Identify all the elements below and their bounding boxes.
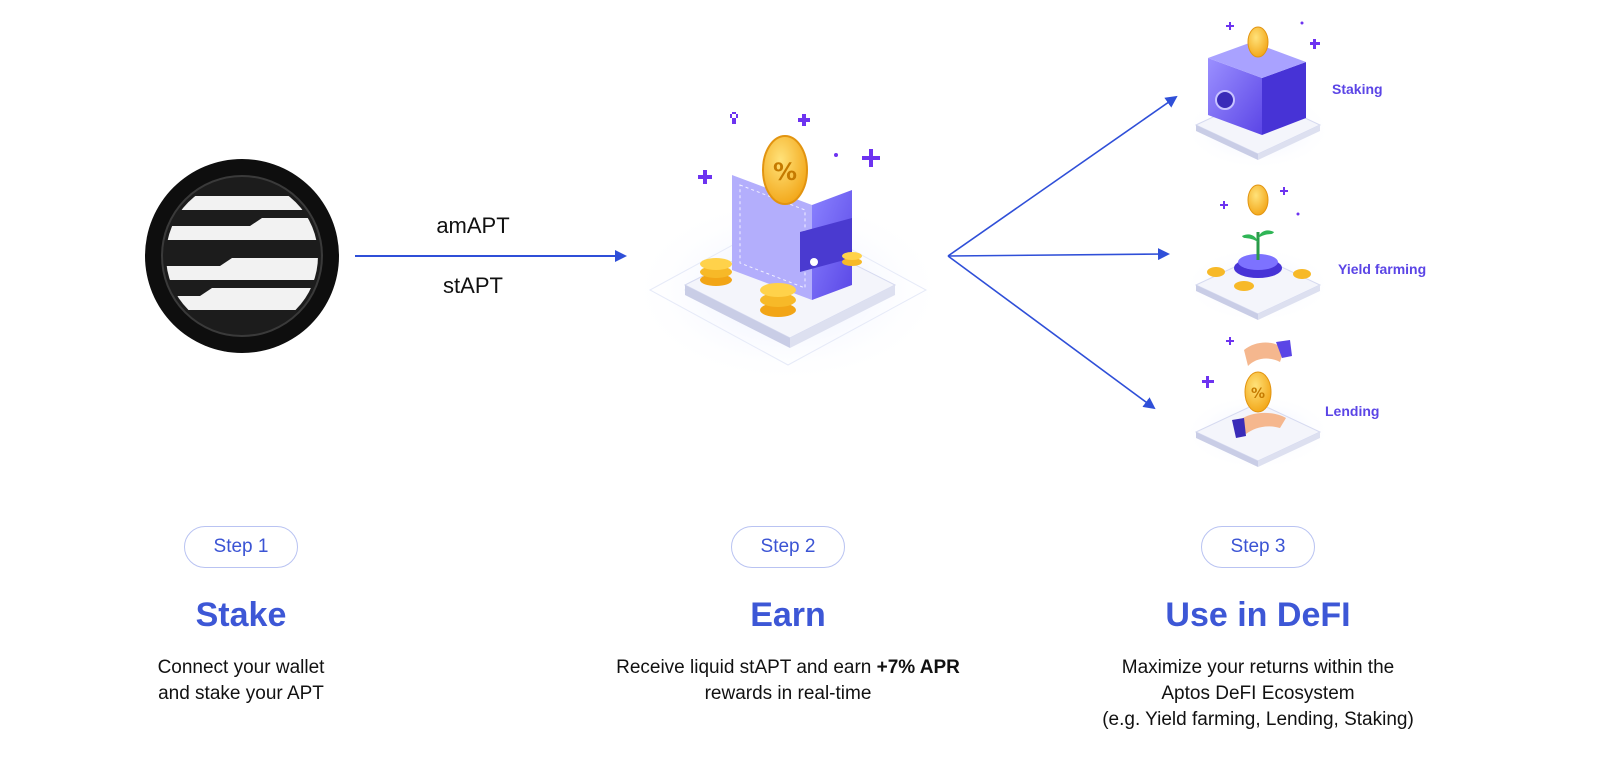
flow-arrow-staking	[947, 95, 1178, 257]
step-1-description: Connect your wallet and stake your APT	[11, 655, 471, 707]
aptos-logo-icon	[145, 159, 339, 353]
card-label-yield-farming: Yield farming	[1338, 261, 1427, 277]
step-2-desc-prefix: Receive liquid stAPT and earn	[616, 657, 877, 678]
step-2-desc-line2: rewards in real-time	[704, 683, 872, 704]
step-3-desc-line2: Aptos DeFI Ecosystem	[1161, 683, 1355, 704]
flow-arrow-yield	[947, 248, 1170, 261]
svg-text:%: %	[773, 158, 797, 186]
step-2-pill: Step 2	[731, 526, 845, 568]
step-2-title: Earn	[750, 596, 826, 634]
step-3-desc-line1: Maximize your returns within the	[1121, 657, 1395, 678]
step-2-description: Receive liquid stAPT and earn +7% APR re…	[558, 655, 1018, 707]
staking-safe-icon	[1183, 21, 1333, 170]
step-1-desc-line2: and stake your APT	[158, 683, 324, 704]
wallet-coin-illustration-icon: %	[628, 112, 948, 385]
step-3-desc-line3: (e.g. Yield farming, Lending, Staking)	[1102, 709, 1414, 730]
step-1-pill: Step 1	[184, 526, 298, 568]
step-1-desc-line1: Connect your wallet	[157, 657, 325, 678]
token-label-stapt: stAPT	[443, 273, 503, 298]
apr-highlight: +7% APR	[876, 657, 960, 678]
step-1-title: Stake	[195, 596, 287, 634]
svg-text:%: %	[1251, 386, 1265, 402]
step-3-description: Maximize your returns within the Aptos D…	[1028, 655, 1488, 733]
step-2-desc-line1: Receive liquid stAPT and earn +7% APR	[558, 655, 1018, 681]
token-label-amapt: amAPT	[436, 213, 510, 238]
step-3-pill: Step 3	[1201, 526, 1315, 568]
yield-farming-plant-icon	[1183, 184, 1333, 323]
step-3-title: Use in DeFI	[1165, 596, 1351, 634]
flow-arrow-lending	[947, 255, 1156, 410]
lending-hands-coin-icon: %	[1183, 337, 1333, 470]
card-label-lending: Lending	[1325, 403, 1380, 419]
card-label-staking: Staking	[1332, 81, 1383, 97]
